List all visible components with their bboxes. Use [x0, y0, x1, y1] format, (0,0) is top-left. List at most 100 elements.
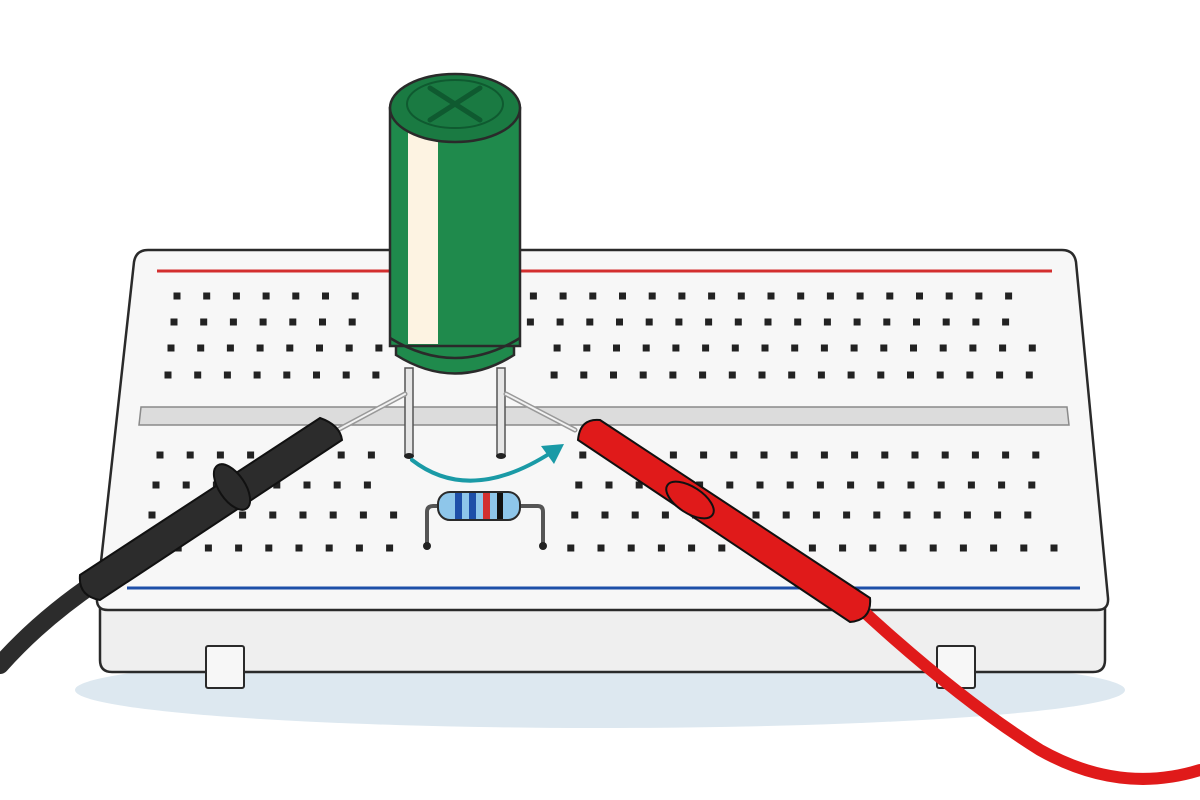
breadboard-hole — [355, 544, 363, 552]
breadboard-hole — [808, 544, 816, 552]
breadboard-hole — [197, 344, 205, 352]
breadboard-hole — [556, 318, 564, 326]
breadboard-hole — [942, 318, 950, 326]
breadboard-hole — [553, 344, 561, 352]
breadboard-holes — [144, 292, 1058, 552]
breadboard-hole — [286, 344, 294, 352]
capacitor-top — [388, 72, 522, 144]
breadboard-hole — [869, 544, 877, 552]
breadboard-hole — [337, 451, 345, 459]
breadboard-hole — [580, 371, 588, 379]
breadboard-hole — [886, 292, 894, 300]
breadboard-hole — [1025, 371, 1033, 379]
breadboard-hole — [737, 292, 745, 300]
breadboard-hole — [269, 511, 277, 519]
red-probe-tip-core — [505, 393, 576, 431]
breadboard-hole — [363, 481, 371, 489]
breadboard-hole — [273, 481, 281, 489]
breadboard-hole — [375, 344, 383, 352]
breadboard-hole — [390, 511, 398, 519]
breadboard-hole — [645, 318, 653, 326]
breadboard-hole — [812, 511, 820, 519]
breadboard-hole — [730, 451, 738, 459]
breadboard-hole — [910, 344, 917, 352]
breadboard-hole — [283, 371, 291, 379]
breadboard-hole — [292, 292, 300, 300]
breadboard-hole — [299, 511, 307, 519]
breadboard-hole — [675, 318, 683, 326]
breadboard-hole — [718, 544, 726, 552]
breadboard-hole — [316, 344, 323, 352]
breadboard-hole — [204, 544, 212, 552]
breadboard-hole — [669, 451, 677, 459]
breadboard-hole — [642, 344, 650, 352]
resistor-band-4 — [497, 493, 503, 519]
breadboard-hole — [253, 371, 261, 379]
breadboard-hole — [345, 344, 353, 352]
breadboard-hole — [372, 371, 380, 379]
breadboard-hole — [790, 451, 798, 459]
breadboard-hole — [256, 344, 264, 352]
breadboard-hole — [975, 292, 983, 300]
breadboard-hole — [731, 344, 739, 352]
capacitor-lead-right-hole — [496, 453, 506, 459]
breadboard-hole — [699, 371, 707, 379]
breadboard-hole — [959, 544, 967, 552]
breadboard-hole — [226, 344, 234, 352]
breadboard-hole — [216, 451, 224, 459]
breadboard-hole — [1002, 451, 1010, 459]
breadboard-hole — [351, 292, 359, 300]
breadboard-hole — [669, 371, 677, 379]
resistor-band-2 — [469, 493, 476, 519]
breadboard-hole — [705, 318, 713, 326]
breadboard-hole — [295, 544, 303, 552]
breadboard-hole — [289, 318, 297, 326]
breadboard-hole — [262, 292, 270, 300]
breadboard-hole — [173, 292, 181, 300]
breadboard-hole — [627, 544, 635, 552]
red-probe-grip-ring — [665, 480, 715, 520]
breadboard-hole — [791, 344, 799, 352]
breadboard-hole — [820, 451, 828, 459]
black-probe-cable — [0, 573, 105, 674]
breadboard-hole — [1032, 451, 1040, 459]
breadboard-hole — [583, 344, 591, 352]
breadboard-hole — [223, 371, 231, 379]
breadboard-hole — [1020, 544, 1028, 552]
breadboard-hole — [963, 511, 971, 519]
breadboard-hole — [616, 318, 623, 326]
breadboard-hole — [782, 511, 790, 519]
breadboard-hole — [823, 318, 831, 326]
breadboard-hole — [941, 451, 949, 459]
breadboard-hole — [767, 292, 775, 300]
breadboard-hole — [342, 371, 350, 379]
breadboard-hole — [702, 344, 710, 352]
breadboard-hole — [999, 344, 1007, 352]
breadboard-hole — [601, 511, 609, 519]
capacitor-base-arc — [389, 336, 521, 360]
breadboard-hole — [1050, 544, 1058, 552]
breadboard-hole — [186, 451, 194, 459]
breadboard-hole — [700, 451, 708, 459]
resistor-icon — [423, 491, 547, 550]
breadboard-hole — [322, 292, 329, 300]
breadboard-hole — [967, 481, 975, 489]
breadboard-hole — [333, 481, 341, 489]
breadboard-hole — [550, 371, 558, 379]
red-probe-handle — [576, 418, 872, 624]
breadboard-hole — [586, 318, 594, 326]
breadboard-hole — [936, 371, 944, 379]
breadboard-hole — [672, 344, 680, 352]
red-probe-cable — [856, 604, 1200, 785]
breadboard-hole — [764, 318, 772, 326]
capacitor-lead-left — [404, 367, 414, 457]
breadboard-hole — [820, 344, 828, 352]
breadboard-hole — [847, 481, 855, 489]
breadboard-hole — [152, 481, 160, 489]
breadboard-hole — [998, 481, 1006, 489]
breadboard-hole — [847, 371, 855, 379]
breadboard-hole — [760, 451, 768, 459]
breadboard-hole — [259, 318, 267, 326]
breadboard-hole — [752, 511, 760, 519]
breadboard-hole — [232, 292, 240, 300]
